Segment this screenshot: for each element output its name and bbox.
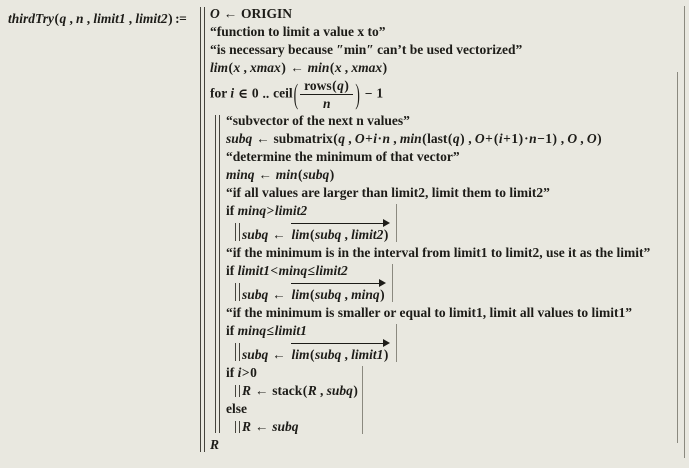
comment-larger-than-limit2[interactable]: “if all values are larger than limit2, l… bbox=[226, 185, 550, 200]
if-body-block: subq ← lim(subq , limit1) bbox=[235, 339, 392, 364]
stmt-r-stack[interactable]: R ← stack(R , subq) bbox=[242, 383, 358, 398]
stmt-if-minq-gt-limit2[interactable]: if minq>limit2 bbox=[226, 203, 308, 218]
stmt-origin[interactable]: O ← ORIGIN bbox=[210, 6, 293, 21]
if-body-block: R ← stack(R , subq) bbox=[235, 382, 358, 400]
function-definition[interactable]: thirdTry(q , n , limit1 , limit2):= bbox=[8, 11, 187, 26]
stmt-minq[interactable]: minq ← min(subq) bbox=[226, 167, 335, 182]
stmt-if-limit1-lt-minq[interactable]: if limit1<minq≤limit2 bbox=[226, 263, 348, 278]
else-body-block: R ← subq bbox=[235, 418, 299, 436]
comment-interval[interactable]: “if the minimum is in the interval from … bbox=[226, 245, 651, 260]
program-extent-line bbox=[684, 6, 685, 458]
if-body-block: subq ← lim(subq , limit2) bbox=[235, 219, 392, 244]
if-block-minq-le-limit1: if minq≤limit1 subq ← lim(subq , limit1) bbox=[226, 322, 397, 364]
comment-function-to-limit[interactable]: “function to limit a value x to” bbox=[210, 24, 386, 39]
for-body-block: “subvector of the next n values” subq ← … bbox=[215, 112, 650, 436]
stmt-submatrix[interactable]: subq ← submatrix(q , O+i·n , min(last(q)… bbox=[226, 131, 602, 146]
if-else-block-i-gt-0: if i>0 R ← stack(R , subq) else R ← subq bbox=[226, 364, 364, 436]
stmt-r-subq[interactable]: R ← subq bbox=[242, 419, 299, 434]
program-block-outer: O ← ORIGIN “function to limit a value x … bbox=[200, 5, 650, 454]
stmt-lim-definition[interactable]: lim(x , xmax) ← min(x , xmax) bbox=[210, 60, 388, 75]
stmt-return-r[interactable]: R bbox=[210, 437, 220, 452]
stmt-else[interactable]: else bbox=[226, 401, 247, 416]
stmt-for-loop[interactable]: for i ∈ 0 .. ceil(rows(q)n) − 1 bbox=[210, 77, 384, 111]
comment-determine-minimum[interactable]: “determine the minimum of that vector” bbox=[226, 149, 460, 164]
for-block-extent-line bbox=[677, 72, 678, 443]
stmt-subq-lim-limit1[interactable]: subq ← lim(subq , limit1) bbox=[242, 339, 392, 364]
if-body-block: subq ← lim(subq , minq) bbox=[235, 279, 388, 304]
comment-smaller-or-equal[interactable]: “if the minimum is smaller or equal to l… bbox=[226, 305, 632, 320]
stmt-subq-lim-limit2[interactable]: subq ← lim(subq , limit2) bbox=[242, 219, 392, 244]
comment-is-necessary[interactable]: “is necessary because ″min″ can’t be use… bbox=[210, 42, 523, 57]
stmt-subq-lim-minq[interactable]: subq ← lim(subq , minq) bbox=[242, 279, 388, 304]
if-block-minq-gt-limit2: if minq>limit2 subq ← lim(subq , limit2) bbox=[226, 202, 397, 244]
if-block-limit1-lt-minq: if limit1<minq≤limit2 subq ← lim(subq , … bbox=[226, 262, 394, 304]
stmt-if-minq-le-limit1[interactable]: if minq≤limit1 bbox=[226, 323, 307, 338]
comment-subvector[interactable]: “subvector of the next n values” bbox=[226, 113, 410, 128]
math-region[interactable]: thirdTry(q , n , limit1 , limit2):= O ← … bbox=[8, 5, 650, 454]
stmt-if-i-gt-0[interactable]: if i>0 bbox=[226, 365, 257, 380]
